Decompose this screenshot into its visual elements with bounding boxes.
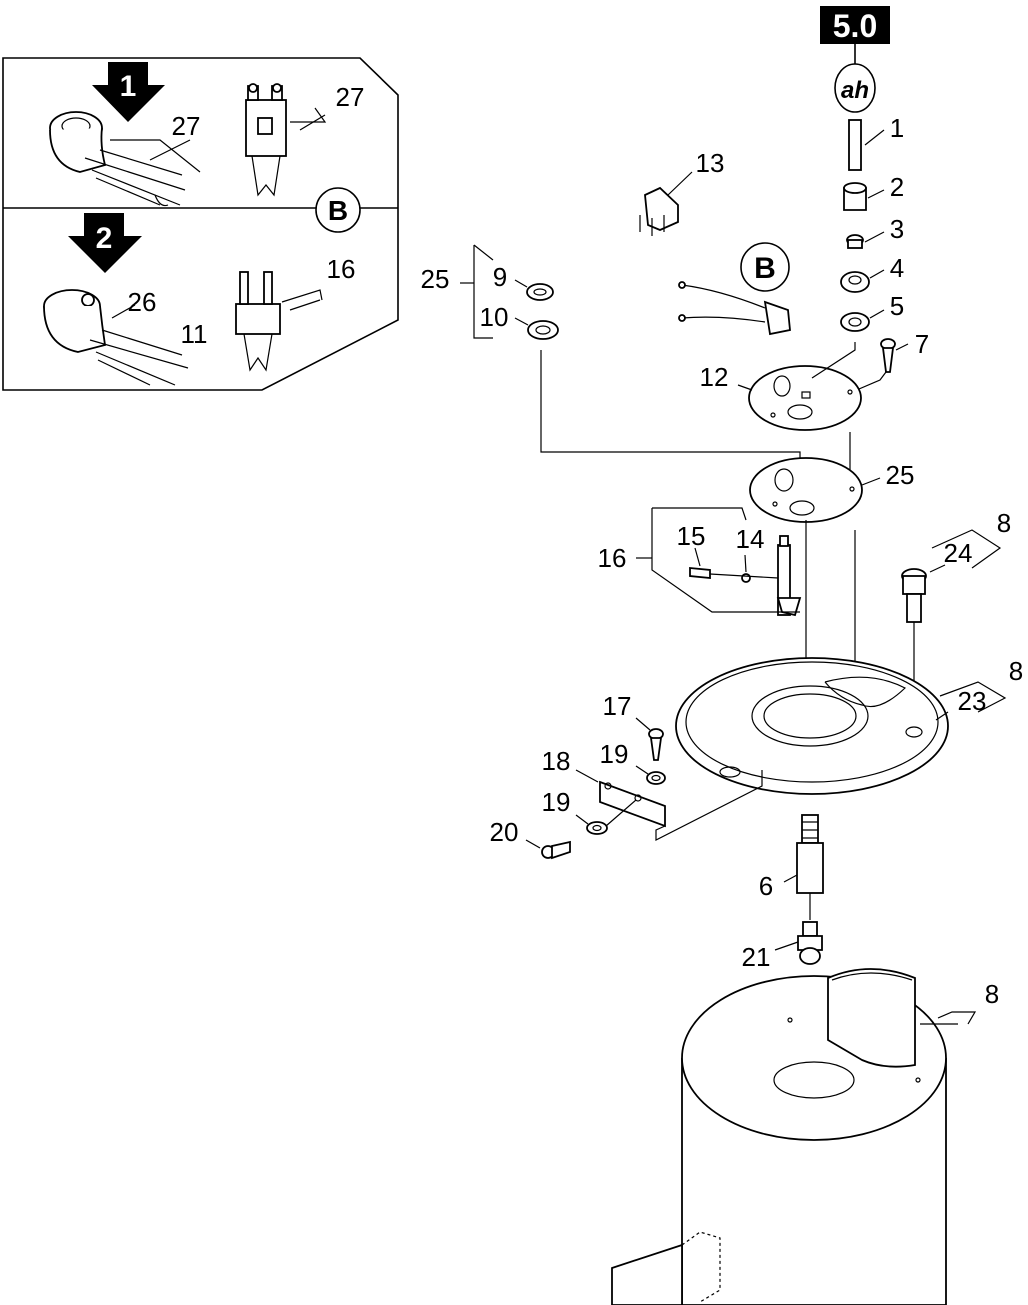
oval-tag: ah xyxy=(834,63,876,113)
bolt-24 xyxy=(901,568,927,623)
label-part-13: 13 xyxy=(696,148,725,178)
label-detail-11: 11 xyxy=(181,319,208,349)
label-part-24: 24 xyxy=(944,538,973,568)
ignition-cable xyxy=(678,281,791,336)
page-tag-text: 5.0 xyxy=(833,8,877,44)
gasket-10 xyxy=(527,320,559,340)
nozzle-21 xyxy=(797,921,823,965)
ref-b-badge: B xyxy=(315,187,361,233)
ignition-electrode-16 xyxy=(235,271,281,372)
label-part-5: 5 xyxy=(890,291,904,321)
hex-nut-2 xyxy=(843,182,867,211)
ref-b-main-badge: B xyxy=(740,242,790,292)
nipple-3 xyxy=(846,234,864,249)
washer-19a xyxy=(646,771,666,785)
step-2-arrow-icon: 2 xyxy=(68,213,142,273)
label-part-6: 6 xyxy=(759,871,773,901)
step-1-arrow-icon: 1 xyxy=(92,62,165,122)
label-part-16: 16 xyxy=(598,543,627,573)
label-part-15: 15 xyxy=(677,521,706,551)
label-part-25: 25 xyxy=(886,460,915,490)
label-part-20: 20 xyxy=(490,817,519,847)
combustion-chamber xyxy=(611,968,947,1305)
label-part-19-top: 19 xyxy=(600,739,629,769)
screw-17 xyxy=(648,728,664,761)
label-part-1: 1 xyxy=(890,113,904,143)
label-part-7: 7 xyxy=(915,329,929,359)
label-detail-27-electrode: 27 xyxy=(336,82,365,112)
label-detail-26: 26 xyxy=(128,287,157,317)
label-detail-27-cap: 27 xyxy=(172,111,201,141)
gasket-9 xyxy=(526,283,554,301)
screw-20 xyxy=(541,840,571,860)
ignition-cap-27 xyxy=(49,111,186,207)
plate-12 xyxy=(748,365,862,431)
plate-25 xyxy=(749,457,863,523)
label-part-8-mid: 8 xyxy=(1009,656,1023,686)
ref-b-text: B xyxy=(328,195,348,226)
label-part-4: 4 xyxy=(890,253,904,283)
ignition-cap-26 xyxy=(43,289,189,386)
label-part-3: 3 xyxy=(890,214,904,244)
label-part-23: 23 xyxy=(958,686,987,716)
label-detail-16: 16 xyxy=(327,254,356,284)
label-part-21: 21 xyxy=(742,942,771,972)
electrode-assembly-16 xyxy=(689,535,802,617)
label-part-17: 17 xyxy=(603,691,632,721)
washer-19b xyxy=(586,821,608,835)
base-plate xyxy=(675,657,949,795)
screw-7 xyxy=(880,338,896,373)
label-part-2: 2 xyxy=(890,172,904,202)
label-part-8-top: 8 xyxy=(997,508,1011,538)
nozzle-holder-6 xyxy=(796,814,824,894)
label-part-9: 9 xyxy=(493,262,507,292)
label-part-10: 10 xyxy=(480,302,509,332)
pin-1 xyxy=(848,119,862,171)
clip-13 xyxy=(639,186,679,236)
label-part-14: 14 xyxy=(736,524,765,554)
label-part-19-bottom: 19 xyxy=(542,787,571,817)
ref-b-main-text: B xyxy=(754,252,776,285)
label-part-18: 18 xyxy=(542,746,571,776)
oval-tag-text: ah xyxy=(841,77,869,104)
step-2-number: 2 xyxy=(96,222,113,255)
step-1-number: 1 xyxy=(120,70,137,103)
page-tag: 5.0 xyxy=(820,6,890,44)
detail-panel: 1 2 B xyxy=(2,57,399,391)
ignition-electrode-27 xyxy=(245,83,287,197)
label-part-8-bottom: 8 xyxy=(985,979,999,1009)
nut-4 xyxy=(840,271,870,293)
label-part-12: 12 xyxy=(700,362,729,392)
washer-5 xyxy=(840,312,870,332)
bracket-18 xyxy=(599,780,666,828)
label-part-25-group: 25 xyxy=(421,264,450,294)
